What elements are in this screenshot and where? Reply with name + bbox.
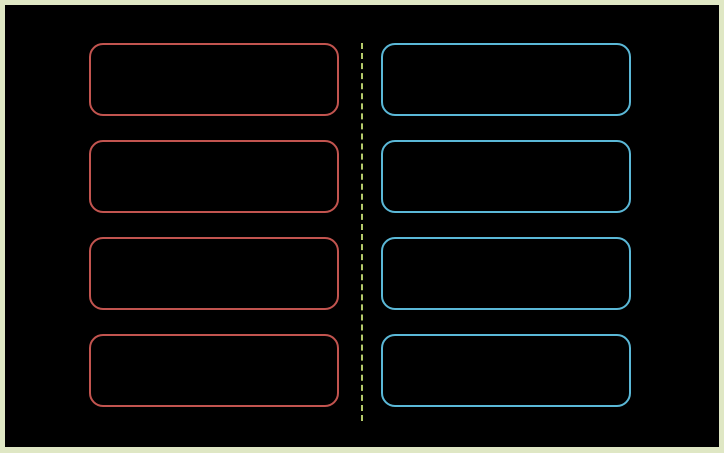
right-slot-2[interactable] — [381, 140, 631, 213]
right-slot-4[interactable] — [381, 334, 631, 407]
left-slot-2[interactable] — [89, 140, 339, 213]
left-column — [89, 43, 339, 407]
left-slot-1[interactable] — [89, 43, 339, 116]
left-slot-3[interactable] — [89, 237, 339, 310]
right-column — [381, 43, 631, 407]
right-slot-1[interactable] — [381, 43, 631, 116]
right-slot-3[interactable] — [381, 237, 631, 310]
left-slot-4[interactable] — [89, 334, 339, 407]
vertical-dashed-divider — [361, 43, 363, 421]
diagram-canvas — [5, 5, 719, 447]
slot-grid — [5, 5, 719, 447]
